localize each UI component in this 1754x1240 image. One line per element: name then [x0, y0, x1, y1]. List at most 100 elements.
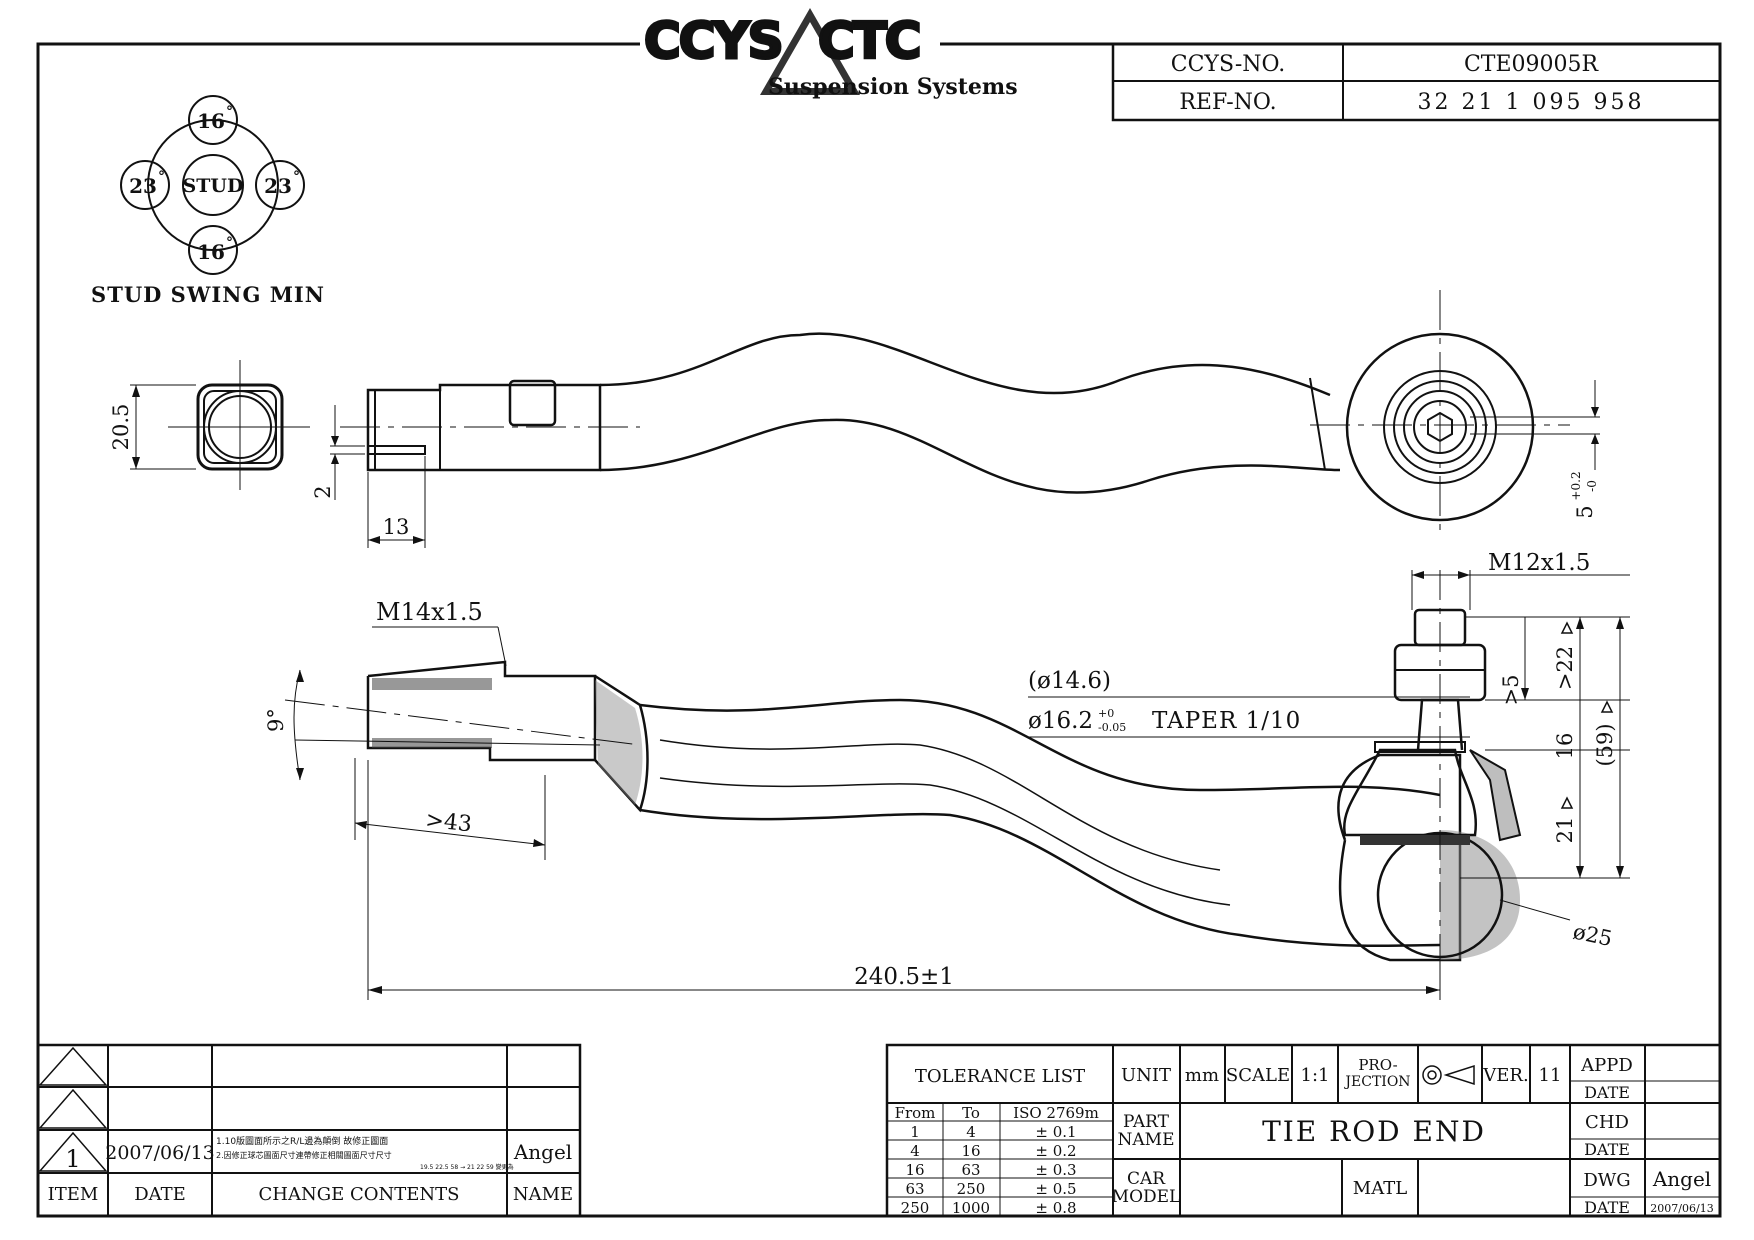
ref-no-value: 32 21 1 095 958: [1418, 90, 1645, 115]
end-view: 20.5: [109, 360, 310, 490]
change-row-3-contents-small: 19.5 22.5 58 → 21 22 59 變更為: [420, 1163, 514, 1171]
height-16-dim: 16: [1553, 733, 1577, 760]
tol-header-from: From: [895, 1104, 936, 1122]
ccys-no-label: CCYS-NO.: [1171, 52, 1286, 77]
projection-symbol-icon: [1422, 1064, 1475, 1086]
stud-thread-dim: M12x1.5: [1488, 550, 1590, 576]
stud-swing-caption: STUD SWING MIN: [91, 282, 325, 307]
overall-length-dim: 240.5±1: [854, 964, 954, 990]
taper-ratio-dim: TAPER 1/10: [1152, 708, 1301, 734]
car-model-label-2: MODEL: [1112, 1187, 1181, 1207]
ccys-no-value: CTE09005R: [1464, 52, 1600, 77]
tol-row-3-to: 63: [961, 1161, 980, 1179]
logo-brand-right: CTC: [818, 12, 920, 70]
change-header-date: DATE: [134, 1184, 186, 1205]
section-view: M14x1.5 9° >43 240.5±1 (ø14.6) ø16.2 +0 …: [264, 550, 1630, 1000]
stud-swing-left: 23: [129, 174, 157, 198]
change-row-3-contents-2: 2.因修正球芯圖面尺寸連帶修正相關圖面尺寸尺寸: [216, 1150, 392, 1160]
tol-row-1-val: ± 0.1: [1035, 1123, 1076, 1141]
projection-label-1: PRO-: [1358, 1056, 1397, 1074]
stud-swing-top: 16: [197, 109, 225, 133]
degree-mark-top: °: [226, 104, 233, 120]
tol-row-4-from: 63: [905, 1180, 924, 1198]
unit-label: UNIT: [1121, 1065, 1171, 1086]
stud-min-22-dim: >22: [1553, 646, 1577, 690]
car-model-label-1: CAR: [1127, 1169, 1166, 1189]
height-59-dim: (59): [1593, 723, 1617, 766]
change-header-contents: CHANGE CONTENTS: [259, 1184, 460, 1205]
change-header-item: ITEM: [48, 1184, 99, 1205]
tol-row-2-from: 4: [910, 1142, 920, 1160]
drawing-frame: [36, 42, 1722, 1218]
stud-swing-right: 23: [264, 174, 292, 198]
degree-mark-right: °: [293, 169, 300, 185]
tol-header-to: To: [962, 1104, 980, 1122]
chd-date-label: DATE: [1584, 1140, 1630, 1159]
logo-subtitle: Suspension Systems: [768, 74, 1018, 100]
scale-label: SCALE: [1226, 1065, 1290, 1086]
unit-value: mm: [1185, 1065, 1219, 1086]
taper-tol-lower: -0.05: [1098, 721, 1126, 734]
ball-dia-dim: ø25: [1571, 919, 1615, 951]
taper-ref-dim: (ø14.6): [1028, 668, 1111, 694]
slot-length-dim: 13: [383, 515, 410, 539]
slot-width-dim: 2: [311, 485, 335, 498]
thread-depth-dim: >43: [424, 808, 473, 838]
stud-swing-bottom: 16: [197, 240, 225, 264]
stud-swing-diagram: STUD 16 16 23 23 ° ° ° ° STUD SWING MIN: [91, 95, 325, 307]
change-table: 1 2007/06/13 1.10版圖面所示之R/L邊為顛倒 故修正圖面 2.因…: [36, 1043, 582, 1218]
dwg-date: 2007/06/13: [1650, 1202, 1713, 1215]
flat-width-tol-upper: +0.2: [1569, 471, 1583, 500]
tol-row-3-from: 16: [905, 1161, 924, 1179]
stud-swing-center: STUD: [183, 175, 244, 197]
taper-tol-upper: +0: [1098, 707, 1114, 720]
degree-mark-bottom: °: [226, 235, 233, 251]
thread-outer-dim: M14x1.5: [376, 598, 483, 626]
tol-row-4-to: 250: [957, 1180, 986, 1198]
end-width-dim: 20.5: [109, 404, 133, 451]
tol-row-3-val: ± 0.3: [1035, 1161, 1076, 1179]
change-row-3-contents-1: 1.10版圖面所示之R/L邊為顛倒 故修正圖面: [216, 1135, 388, 1147]
chd-label: CHD: [1585, 1112, 1629, 1133]
ver-value: 11: [1539, 1065, 1562, 1086]
part-name-label-2: NAME: [1118, 1130, 1175, 1150]
tol-header-iso: ISO 2769m: [1013, 1104, 1099, 1122]
dwg-date-label: DATE: [1584, 1198, 1630, 1217]
ref-no-label: REF-NO.: [1179, 90, 1276, 115]
tol-row-2-to: 16: [961, 1142, 980, 1160]
company-logo: CCYS CTC Suspension Systems: [643, 8, 1018, 100]
tol-row-1-to: 4: [966, 1123, 976, 1141]
flat-width-dim: 5: [1573, 505, 1597, 518]
appd-label: APPD: [1580, 1055, 1633, 1076]
change-header-name: NAME: [513, 1184, 573, 1205]
tol-row-5-val: ± 0.8: [1035, 1199, 1076, 1217]
height-21-dim: 21: [1553, 817, 1577, 844]
dwg-name: Angel: [1652, 1167, 1711, 1191]
title-block: TOLERANCE LIST From To ISO 2769m 1 4 ± 0…: [885, 1043, 1722, 1218]
change-row-3-name: Angel: [513, 1140, 572, 1164]
tolerance-title: TOLERANCE LIST: [915, 1066, 1085, 1087]
stud-min-5-dim: >5: [1499, 675, 1523, 706]
part-name-label-1: PART: [1123, 1112, 1170, 1132]
matl-label: MATL: [1353, 1178, 1407, 1199]
tol-row-1-from: 1: [910, 1123, 920, 1141]
dwg-label: DWG: [1583, 1170, 1630, 1191]
flat-width-tol-lower: -0: [1585, 480, 1599, 492]
part-name-value: TIE ROD END: [1262, 1115, 1486, 1148]
projection-label-2: JECTION: [1343, 1074, 1410, 1090]
degree-mark-left: °: [158, 169, 165, 185]
tol-row-2-val: ± 0.2: [1035, 1142, 1076, 1160]
change-row-3-date: 2007/06/13: [105, 1142, 215, 1164]
tol-row-5-from: 250: [901, 1199, 930, 1217]
logo-brand-left: CCYS: [644, 12, 782, 70]
taper-dia-dim: ø16.2: [1028, 708, 1093, 734]
appd-date-label: DATE: [1584, 1083, 1630, 1102]
change-row-3-item: 1: [65, 1145, 80, 1173]
ver-label: VER.: [1482, 1065, 1528, 1086]
tol-row-4-val: ± 0.5: [1035, 1180, 1076, 1198]
scale-value: 1:1: [1301, 1065, 1330, 1086]
header-table: CCYS-NO. CTE09005R REF-NO. 32 21 1 095 9…: [1111, 42, 1722, 122]
tol-row-5-to: 1000: [952, 1199, 990, 1217]
top-view: 2 13 5 +0.2 -0: [311, 290, 1600, 548]
